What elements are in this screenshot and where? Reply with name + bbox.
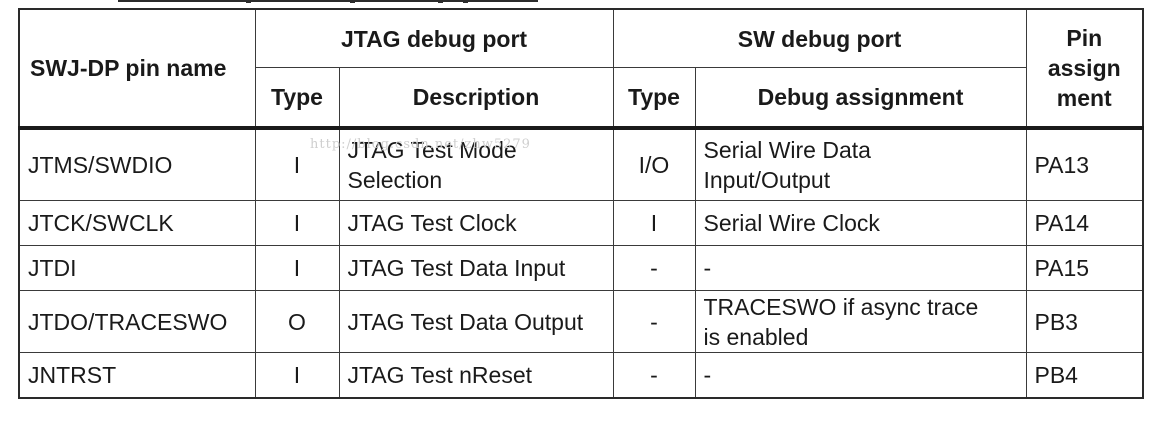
cell-jtag-description: JTAG Test Data Input (338, 245, 614, 291)
cell-sw-assignment-line1: TRACESWO if async trace (703, 293, 979, 320)
cell-sw-assignment: TRACESWO if async trace is enabled (694, 290, 1027, 353)
cell-pin-assignment: PB4 (1025, 352, 1144, 399)
cell-sw-type: - (612, 352, 696, 399)
cell-sw-assignment: - (694, 245, 1027, 291)
header-sw-type: Type (612, 67, 696, 130)
cell-jtag-type: O (254, 290, 340, 353)
header-pin-assignment-line1: Pin (1066, 25, 1103, 51)
header-pin-assignment-line2: assign (1047, 55, 1121, 81)
cell-sw-assignment-line2: is enabled (703, 323, 809, 350)
cell-sw-assignment-line1: Serial Wire Data (703, 137, 871, 163)
cell-jtag-description-line2: Selection (347, 167, 443, 193)
cell-jtag-description: JTAG Test Clock (338, 200, 614, 246)
cell-sw-type: I/O (612, 127, 696, 201)
border-dot (350, 0, 355, 3)
table-row: JTDI I JTAG Test Data Input - - PA15 (18, 245, 1144, 291)
cell-pin-assignment: PA15 (1025, 245, 1144, 291)
table-row: JTCK/SWCLK I JTAG Test Clock I Serial Wi… (18, 200, 1144, 246)
cell-sw-type: - (612, 290, 696, 353)
table-row: JNTRST I JTAG Test nReset - - PB4 (18, 352, 1144, 399)
cell-pin-name: JTDI (18, 245, 256, 291)
header-jtag-description: Description (338, 67, 614, 130)
cell-jtag-description: JTAG Test Mode Selection (338, 127, 614, 201)
border-dot (246, 0, 251, 3)
cell-jtag-type: I (254, 245, 340, 291)
cell-jtag-description-line1: JTAG Test Mode (347, 137, 517, 163)
cell-sw-type: - (612, 245, 696, 291)
cell-pin-name: JTDO/TRACESWO (18, 290, 256, 353)
header-pin-assignment-line3: ment (1056, 85, 1112, 111)
header-pin-assignment: Pin assign ment (1025, 8, 1144, 130)
border-dot (463, 0, 468, 3)
cell-jtag-type: I (254, 127, 340, 201)
table-row: JTMS/SWDIO I JTAG Test Mode Selection I/… (18, 127, 1144, 201)
cell-pin-assignment: PA13 (1025, 127, 1144, 201)
header-jtag-debug-port: JTAG debug port (254, 8, 614, 68)
cell-sw-assignment: - (694, 352, 1027, 399)
top-border-fragment (118, 0, 538, 3)
cell-sw-assignment: Serial Wire Data Input/Output (694, 127, 1027, 201)
cell-pin-assignment: PB3 (1025, 290, 1144, 353)
cell-pin-name: JTMS/SWDIO (18, 127, 256, 201)
table-body: JTMS/SWDIO I JTAG Test Mode Selection I/… (18, 127, 1144, 399)
border-dot (438, 0, 443, 3)
header-pin-name: SWJ-DP pin name (18, 8, 256, 130)
header-row-columns: Type Description Type Debug assignment (19, 67, 1143, 130)
cell-pin-name: JNTRST (18, 352, 256, 399)
header-jtag-type: Type (254, 67, 340, 130)
swj-dp-pin-table: SWJ-DP pin name JTAG debug port SW debug… (18, 8, 1144, 399)
cell-sw-assignment: Serial Wire Clock (694, 200, 1027, 246)
cell-jtag-description: JTAG Test nReset (338, 352, 614, 399)
table-row: JTDO/TRACESWO O JTAG Test Data Output - … (18, 290, 1144, 353)
cell-pin-assignment: PA14 (1025, 200, 1144, 246)
cell-jtag-type: I (254, 200, 340, 246)
cell-jtag-type: I (254, 352, 340, 399)
cell-sw-type: I (612, 200, 696, 246)
header-row-groups: SWJ-DP pin name JTAG debug port SW debug… (18, 8, 1144, 130)
header-sw-debug-assignment: Debug assignment (694, 67, 1027, 130)
cell-pin-name: JTCK/SWCLK (18, 200, 256, 246)
cell-sw-assignment-line2: Input/Output (703, 167, 831, 193)
table-header: SWJ-DP pin name JTAG debug port SW debug… (18, 8, 1144, 130)
cell-jtag-description: JTAG Test Data Output (338, 290, 614, 353)
header-sw-debug-port: SW debug port (612, 8, 1027, 68)
